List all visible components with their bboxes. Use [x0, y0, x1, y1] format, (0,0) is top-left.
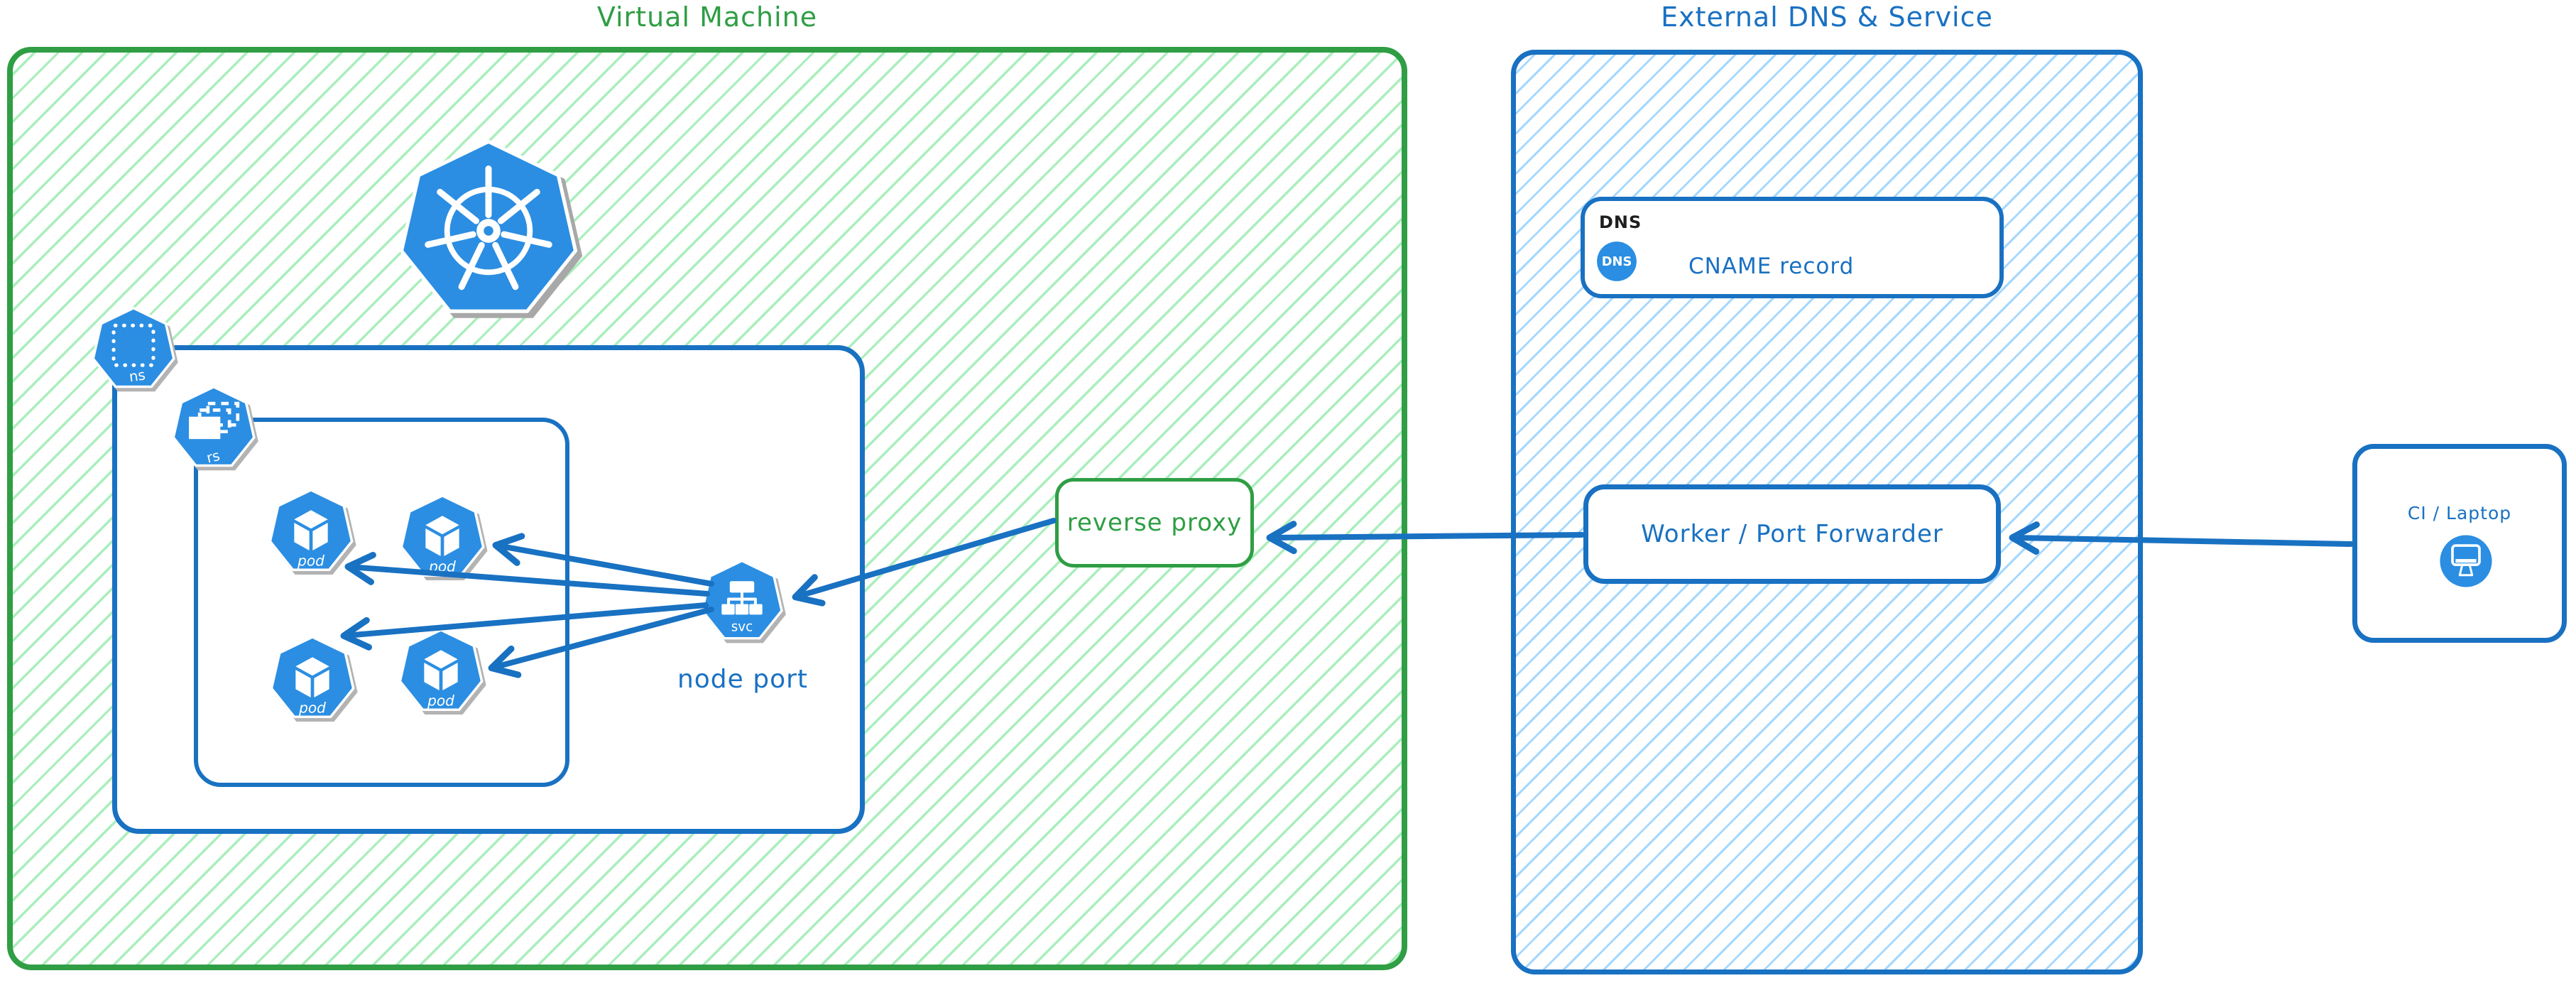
pod-label: pod	[427, 692, 454, 709]
service-tree	[721, 581, 763, 615]
pod-icon-2: pod	[400, 494, 485, 577]
pod-label: pod	[428, 558, 456, 575]
cname-record-label: CNAME record	[1688, 254, 1855, 279]
node-port-label: node port	[677, 665, 809, 694]
pod-label: pod	[297, 552, 324, 569]
reverse-proxy-box: reverse proxy	[1055, 478, 1254, 567]
worker-port-forwarder-label: Worker / Port Forwarder	[1641, 520, 1943, 548]
worker-port-forwarder-box: Worker / Port Forwarder	[1583, 484, 2001, 584]
pod-icon-1: pod	[268, 488, 354, 572]
service-icon-label: svc	[731, 619, 753, 634]
pod-cube	[295, 657, 329, 698]
namespace-icon: ns	[92, 306, 175, 389]
dns-badge-label: DNS	[1602, 254, 1632, 269]
service-icon: svc	[701, 559, 783, 640]
vm-panel-title: Virtual Machine	[596, 1, 818, 33]
pod-label: pod	[298, 699, 326, 716]
replicaset-front-rect	[189, 416, 221, 440]
pod-cube	[424, 650, 458, 691]
reverse-proxy-label: reverse proxy	[1066, 509, 1243, 537]
external-dns-panel-title: External DNS & Service	[1661, 1, 1993, 33]
cname-record-box: DNS DNS CNAME record	[1581, 197, 2004, 298]
pod-cube	[425, 516, 459, 557]
namespace-dashed-square	[111, 323, 155, 367]
kubernetes-logo-icon	[399, 139, 578, 313]
replicaset-icon: rs	[172, 385, 256, 467]
laptop-icon	[2440, 535, 2492, 587]
pod-icon-3: pod	[270, 635, 355, 719]
dns-header-label: DNS	[1599, 212, 1642, 232]
ci-laptop-label: CI / Laptop	[2407, 503, 2512, 523]
monitor-stand	[2458, 563, 2474, 577]
pod-icon-4: pod	[398, 628, 484, 712]
dns-badge-icon: DNS	[1597, 241, 1637, 281]
replicaset-icon-label: rs	[205, 447, 222, 467]
kubernetes-wheel	[425, 165, 552, 290]
namespace-icon-label: ns	[128, 366, 146, 385]
replicaset-back-rect	[206, 401, 240, 427]
pod-cube	[294, 510, 328, 551]
